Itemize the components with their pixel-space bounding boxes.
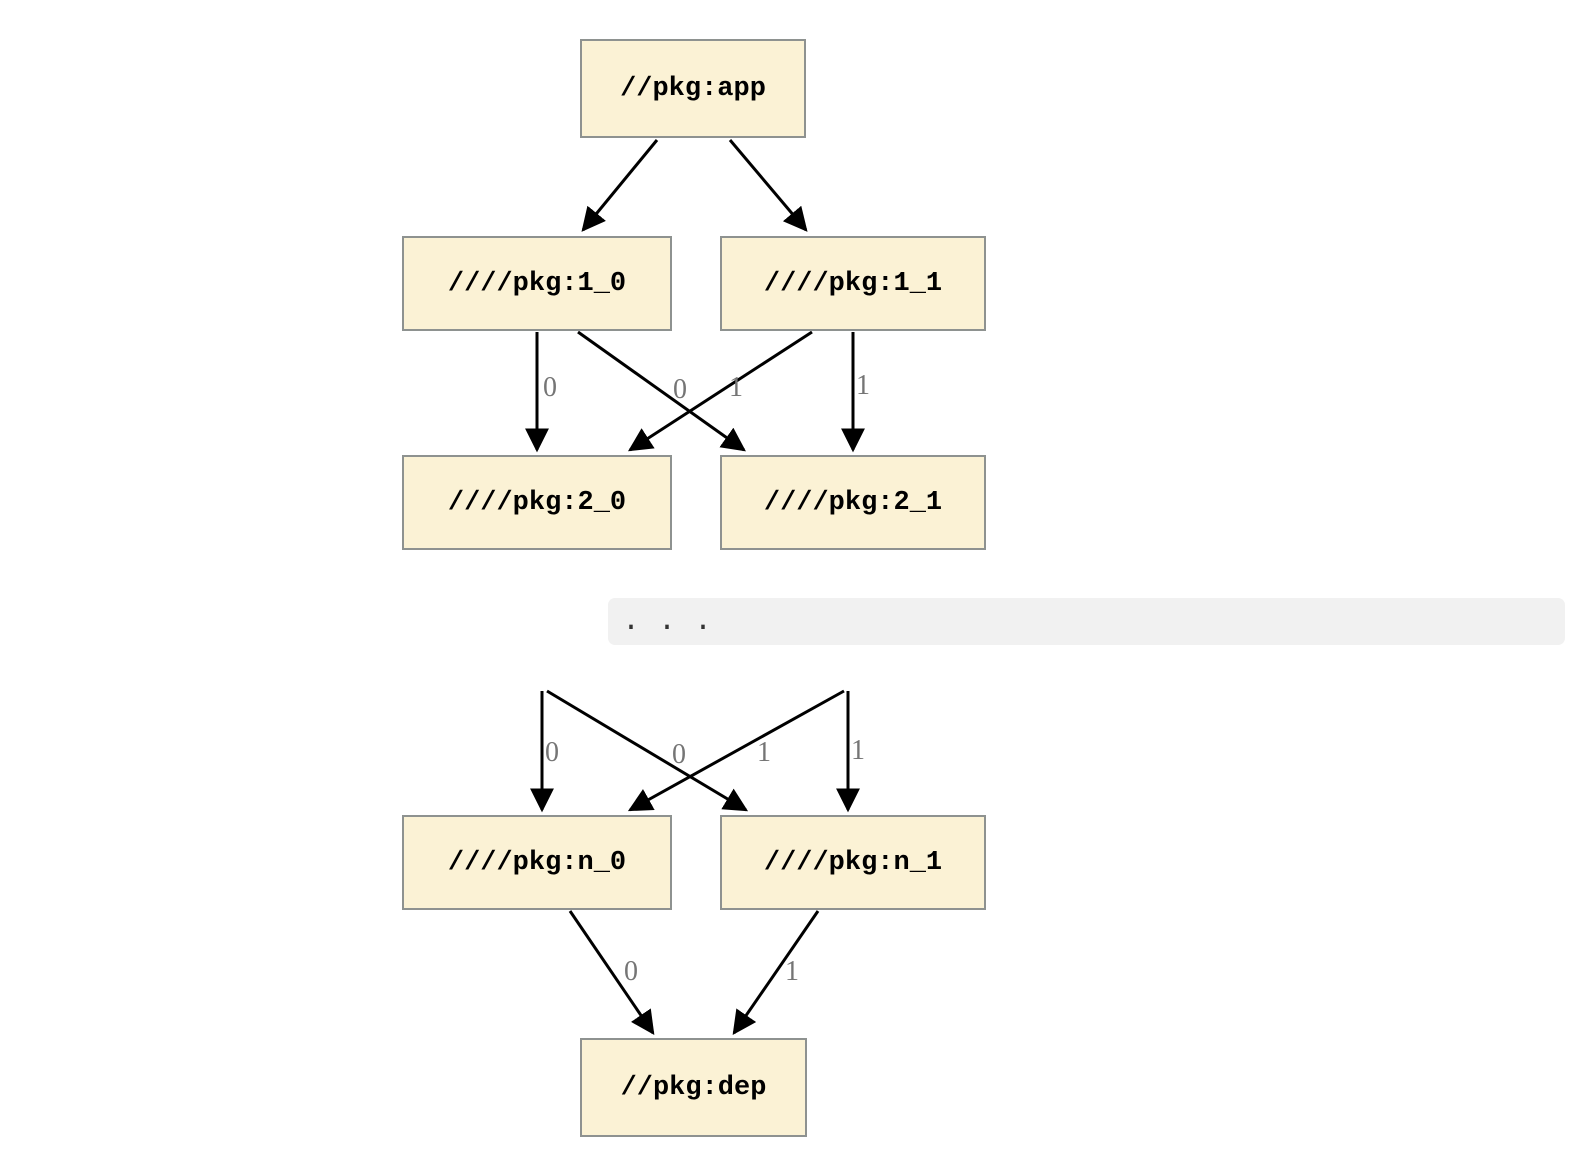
edge-label: 0 [545,737,559,768]
node-pkg-2_0: ////pkg:2_0 [402,455,672,550]
node-pkg-dep: //pkg:dep [580,1038,807,1137]
edge-label: 1 [785,956,799,987]
node-pkg-app: //pkg:app [580,39,806,138]
node-label: //pkg:dep [620,1072,767,1103]
node-label: ////pkg:1_0 [447,268,627,299]
node-pkg-1_1: ////pkg:1_1 [720,236,986,331]
continuation-bar: . . . [608,598,1565,645]
node-label: ////pkg:n_0 [447,847,627,878]
edge-label: 0 [543,372,557,403]
edge-label: 1 [729,372,743,403]
edge-label: 0 [672,739,686,770]
node-pkg-n_1: ////pkg:n_1 [720,815,986,910]
edge-n_1-to-dep [732,910,820,1035]
edge-app-to-1_0 [581,139,659,232]
edge-label: 1 [757,737,771,768]
edge-app-to-1_1 [728,139,808,232]
node-label: ////pkg:2_0 [447,487,627,518]
node-label: ////pkg:n_1 [763,847,943,878]
edge-1_0-to-2_1 [577,330,746,452]
edge-label: 0 [673,374,687,405]
edge-n_0-to-dep [568,910,655,1035]
node-label: ////pkg:2_1 [763,487,943,518]
node-label: ////pkg:1_1 [763,268,943,299]
node-pkg-1_0: ////pkg:1_0 [402,236,672,331]
edge-prev-to-n_1-diagonal [546,689,749,812]
edge-1_1-to-2_0 [627,330,813,452]
edge-label: 0 [624,956,638,987]
edge-prev-to-n_0-diagonal [627,689,845,812]
edge-label: 1 [856,370,870,401]
ellipsis-text: . . . [622,604,713,639]
node-label: //pkg:app [620,73,766,104]
node-pkg-2_1: ////pkg:2_1 [720,455,986,550]
edge-label: 1 [851,735,865,766]
node-pkg-n_0: ////pkg:n_0 [402,815,672,910]
